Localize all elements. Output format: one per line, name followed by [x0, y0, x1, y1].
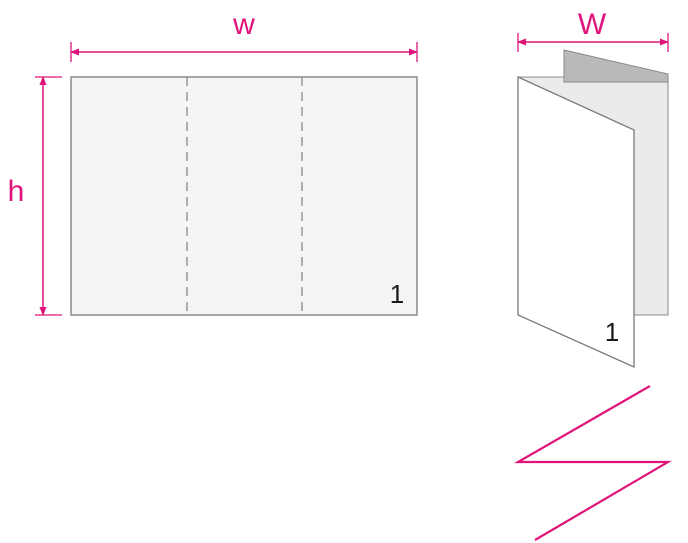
folded-width-label: W	[578, 8, 607, 41]
flat-width-dimension: w	[70, 8, 418, 62]
folded-leaflet: 1	[517, 49, 669, 369]
folded-page-number: 1	[605, 317, 619, 347]
folded-front-panel	[517, 75, 635, 369]
folded-width-dimension: W	[517, 8, 669, 52]
flat-width-label: w	[232, 8, 255, 41]
flat-sheet-outline	[70, 76, 418, 316]
zigzag-fold-icon	[513, 385, 673, 541]
flat-height-dimension: h	[8, 76, 62, 316]
flat-sheet: 1	[70, 76, 418, 316]
flat-height-label: h	[8, 175, 25, 208]
flat-page-number: 1	[390, 279, 404, 309]
folded-inner-panel	[563, 49, 669, 83]
